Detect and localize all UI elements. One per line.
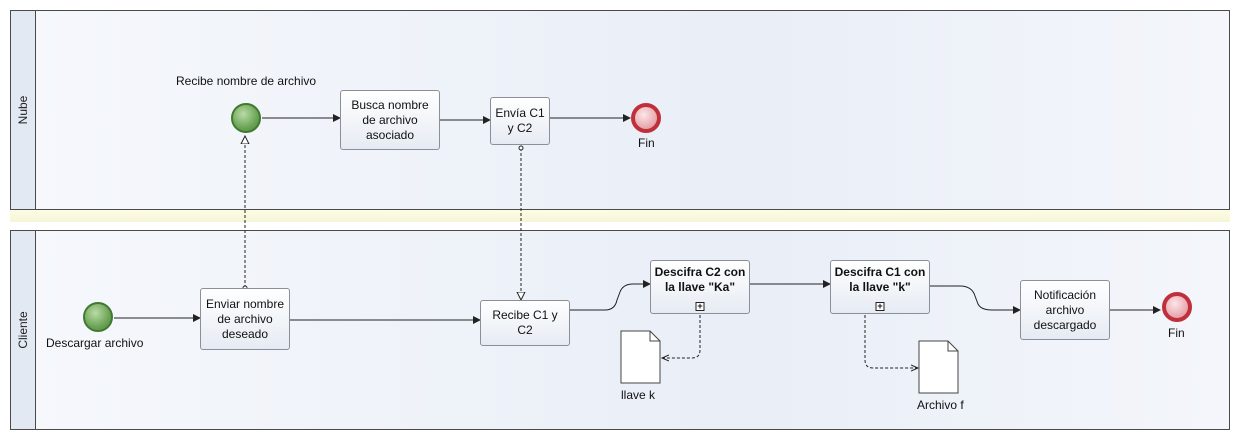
cliente-end-label: Fin [1168, 326, 1185, 340]
pool-nube: Nube [10, 10, 1230, 210]
document-icon[interactable] [620, 330, 662, 384]
document-icon[interactable] [918, 340, 960, 394]
cliente-end-event[interactable] [1162, 292, 1192, 322]
task-recibe-c1-c2[interactable]: Recibe C1 y C2 [480, 300, 570, 346]
pool-nube-label: Nube [11, 11, 36, 209]
cliente-start-event[interactable] [83, 302, 113, 332]
task-descifra-c2-label: Descifra C2 con la llave "Ka" [654, 265, 746, 294]
task-enviar-nombre[interactable]: Enviar nombre de archivo deseado [200, 288, 290, 350]
task-descifra-c1[interactable]: Descifra C1 con la llave "k" + [830, 260, 930, 314]
task-descifra-c1-label: Descifra C1 con la llave "k" [834, 265, 926, 294]
nube-end-label: Fin [638, 136, 655, 150]
task-busca-nombre[interactable]: Busca nombre de archivo asociado [340, 90, 440, 150]
subprocess-expand-icon[interactable]: + [875, 301, 885, 311]
pool-cliente-label: Cliente [11, 231, 36, 429]
task-notificacion[interactable]: Notificación archivo descargado [1020, 280, 1110, 340]
task-envia-c1-c2[interactable]: Envía C1 y C2 [490, 97, 550, 145]
subprocess-expand-icon[interactable]: + [695, 301, 705, 311]
doc-llave-label: llave k [621, 388, 656, 402]
nube-end-event[interactable] [631, 103, 661, 133]
nube-start-label: Recibe nombre de archivo [176, 74, 317, 88]
doc-archivo-label: Archivo f [917, 398, 964, 412]
pool-separator [10, 210, 1230, 222]
task-descifra-c2[interactable]: Descifra C2 con la llave "Ka" + [650, 260, 750, 314]
association-llave [662, 315, 701, 358]
flow-descifra-c1-to-notificacion [930, 285, 1021, 314]
flow-recibe-to-descifra-c2 [570, 280, 651, 311]
association-archivo [864, 315, 918, 368]
nube-start-event[interactable] [231, 103, 261, 133]
cliente-start-label: Descargar archivo [46, 336, 144, 350]
